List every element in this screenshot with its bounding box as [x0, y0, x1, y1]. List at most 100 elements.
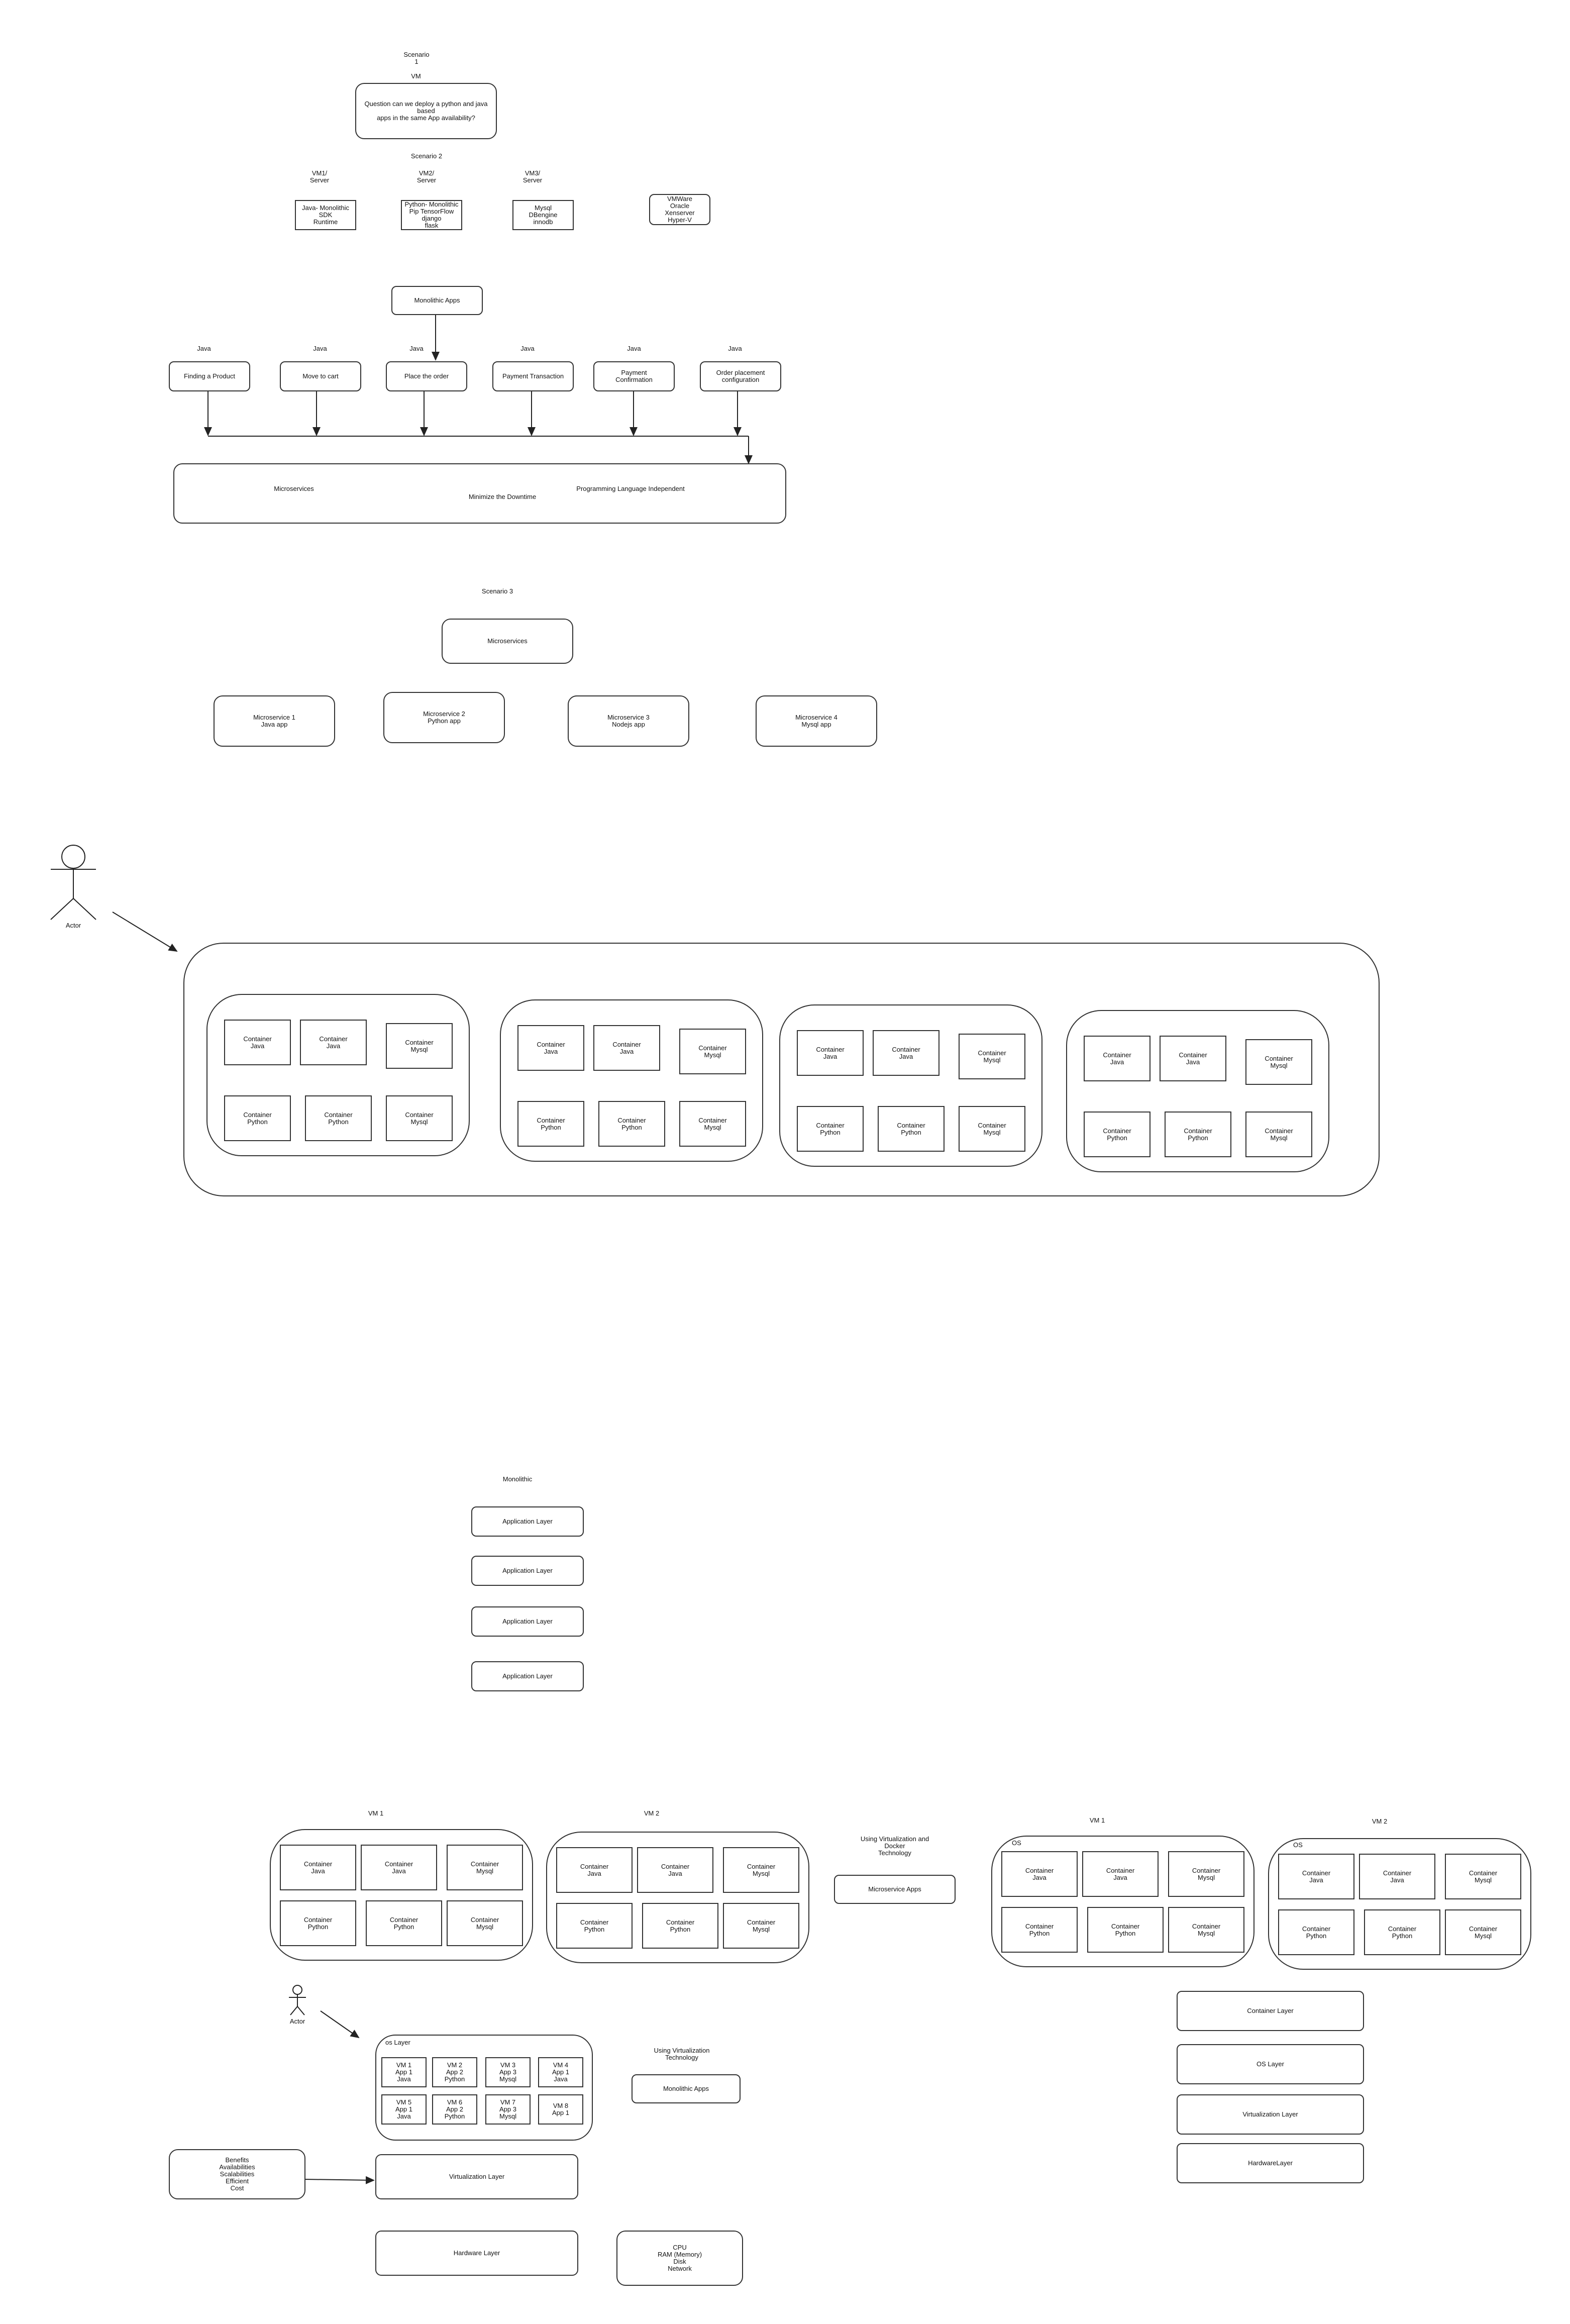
service-move-to-cart[interactable]: Move to cart — [280, 361, 361, 391]
rvm1-container-python-1[interactable]: Container Python — [1001, 1907, 1078, 1953]
container-layer[interactable]: Container Layer — [1177, 1991, 1364, 2031]
microservice-1-box[interactable]: Microservice 1 Java app — [214, 695, 335, 747]
vm1-java-box[interactable]: Java- Monolithic SDK Runtime — [295, 200, 356, 230]
hypervisors-box[interactable]: VMWare Oracle Xenserver Hyper-V — [649, 194, 710, 225]
container-g3-python-2[interactable]: Container Python — [878, 1106, 945, 1152]
container-g2-java-1[interactable]: Container Java — [517, 1025, 584, 1071]
container-g1-java-1[interactable]: Container Java — [224, 1020, 291, 1065]
vm1-container-python-2[interactable]: Container Python — [366, 1900, 442, 1946]
container-g2-mysql-1[interactable]: Container Mysql — [679, 1029, 746, 1074]
vm-cell-1[interactable]: VM 1 App 1 Java — [381, 2057, 427, 2087]
vm-cell-3[interactable]: VM 3 App 3 Mysql — [485, 2057, 531, 2087]
rvm1-container-mysql-2[interactable]: Container Mysql — [1168, 1907, 1244, 1953]
monolithic-apps-bottom-box[interactable]: Monolithic Apps — [632, 2074, 741, 2103]
rvm1-container-mysql-1[interactable]: Container Mysql — [1168, 1851, 1244, 1897]
rvm2-container-mysql-1[interactable]: Container Mysql — [1445, 1854, 1521, 1899]
microservices-container[interactable] — [173, 463, 786, 524]
container-g2-python-2[interactable]: Container Python — [598, 1101, 665, 1147]
vm2-container-mysql-1[interactable]: Container Mysql — [723, 1847, 799, 1893]
vm2-container-python-1[interactable]: Container Python — [556, 1903, 633, 1949]
container-g3-java-2[interactable]: Container Java — [873, 1030, 939, 1076]
actor-figure — [50, 845, 96, 920]
question-box[interactable]: Question can we deploy a python and java… — [355, 83, 497, 139]
vm2-container-mysql-2[interactable]: Container Mysql — [723, 1903, 799, 1949]
service-place-order[interactable]: Place the order — [386, 361, 467, 391]
container-g1-python-2[interactable]: Container Python — [305, 1095, 372, 1141]
right-vm1-label: VM 1 — [1089, 1816, 1105, 1824]
container-g4-mysql-1[interactable]: Container Mysql — [1245, 1039, 1312, 1085]
vm2-container-java-1[interactable]: Container Java — [556, 1847, 633, 1893]
rvm1-container-python-2[interactable]: Container Python — [1087, 1907, 1164, 1953]
virtualization-layer-right[interactable]: Virtualization Layer — [1177, 2094, 1364, 2135]
container-g3-mysql-2[interactable]: Container Mysql — [959, 1106, 1025, 1152]
container-g3-python-1[interactable]: Container Python — [797, 1106, 864, 1152]
service-payment-confirmation[interactable]: Payment Confirmation — [593, 361, 675, 391]
vm1-container-java-1[interactable]: Container Java — [280, 1845, 356, 1890]
container-g1-mysql-2[interactable]: Container Mysql — [386, 1095, 453, 1141]
vm1-container-mysql-1[interactable]: Container Mysql — [447, 1845, 523, 1890]
vm1-container-java-2[interactable]: Container Java — [361, 1845, 437, 1890]
application-layer-1[interactable]: Application Layer — [471, 1506, 584, 1537]
container-g3-java-1[interactable]: Container Java — [797, 1030, 864, 1076]
os-layer-label: os Layer — [385, 2039, 410, 2046]
vm2-container-java-2[interactable]: Container Java — [637, 1847, 713, 1893]
rvm2-container-java-1[interactable]: Container Java — [1278, 1854, 1354, 1899]
microservice-4-box[interactable]: Microservice 4 Mysql app — [756, 695, 877, 747]
service-order-placement[interactable]: Order placement configuration — [700, 361, 781, 391]
container-g2-python-1[interactable]: Container Python — [517, 1101, 584, 1147]
container-g4-java-1[interactable]: Container Java — [1084, 1036, 1150, 1081]
vm2-python-box[interactable]: Python- Monolithic Pip TensorFlow django… — [401, 200, 462, 230]
application-layer-2[interactable]: Application Layer — [471, 1556, 584, 1586]
microservice-apps-box[interactable]: Microservice Apps — [834, 1875, 956, 1904]
vm-cell-6[interactable]: VM 6 App 2 Python — [432, 2094, 477, 2125]
os-layer-group[interactable] — [375, 2035, 593, 2141]
container-g4-java-2[interactable]: Container Java — [1160, 1036, 1226, 1081]
container-g1-java-2[interactable]: Container Java — [300, 1020, 367, 1065]
microservice-2-box[interactable]: Microservice 2 Python app — [383, 692, 505, 743]
tech-label-1: Java — [197, 345, 211, 352]
right-vm2-label: VM 2 — [1372, 1817, 1388, 1825]
container-g2-java-2[interactable]: Container Java — [593, 1025, 660, 1071]
virtualization-layer-box[interactable]: Virtualization Layer — [375, 2154, 578, 2199]
service-payment-transaction[interactable]: Payment Transaction — [492, 361, 574, 391]
rvm2-container-python-2[interactable]: Container Python — [1364, 1909, 1440, 1955]
vm-cell-7[interactable]: VM 7 App 3 Mysql — [485, 2094, 531, 2125]
vm-cell-5[interactable]: VM 5 App 1 Java — [381, 2094, 427, 2125]
microservices-root-box[interactable]: Microservices — [442, 619, 573, 664]
resources-box[interactable]: CPU RAM (Memory) Disk Network — [616, 2231, 743, 2286]
rvm1-container-java-1[interactable]: Container Java — [1001, 1851, 1078, 1897]
rvm2-container-java-2[interactable]: Container Java — [1359, 1854, 1435, 1899]
container-g4-python-2[interactable]: Container Python — [1165, 1112, 1231, 1157]
container-g2-mysql-2[interactable]: Container Mysql — [679, 1101, 746, 1147]
vm3-mysql-box[interactable]: Mysql DBengine innodb — [512, 200, 574, 230]
container-g1-mysql-1[interactable]: Container Mysql — [386, 1023, 453, 1069]
vm-cell-4[interactable]: VM 4 App 1 Java — [538, 2057, 583, 2087]
scenario1-label: Scenario 1 — [403, 51, 430, 65]
container-g3-mysql-1[interactable]: Container Mysql — [959, 1034, 1025, 1079]
vm1-container-python-1[interactable]: Container Python — [280, 1900, 356, 1946]
application-layer-3[interactable]: Application Layer — [471, 1606, 584, 1637]
tech-label-5: Java — [627, 345, 641, 352]
bottom-vm2-label: VM 2 — [644, 1809, 660, 1817]
service-finding-product[interactable]: Finding a Product — [169, 361, 250, 391]
actor-label: Actor — [65, 922, 81, 929]
container-g4-python-1[interactable]: Container Python — [1084, 1112, 1150, 1157]
rvm2-container-python-1[interactable]: Container Python — [1278, 1909, 1354, 1955]
application-layer-4[interactable]: Application Layer — [471, 1661, 584, 1691]
hardware-layer-right[interactable]: HardwareLayer — [1177, 2143, 1364, 2183]
monolithic-apps-box[interactable]: Monolithic Apps — [391, 286, 483, 315]
vm2-container-python-2[interactable]: Container Python — [642, 1903, 718, 1949]
vm-cell-2[interactable]: VM 2 App 2 Python — [432, 2057, 477, 2087]
benefits-box[interactable]: Benefits Availabilities Scalabilities Ef… — [169, 2149, 305, 2199]
container-g4-mysql-2[interactable]: Container Mysql — [1245, 1112, 1312, 1157]
vm1-container-mysql-2[interactable]: Container Mysql — [447, 1900, 523, 1946]
arrow-actor2-to-oslayer — [320, 2010, 360, 2039]
vm-cell-8[interactable]: VM 8 App 1 — [538, 2094, 583, 2125]
container-g1-python-1[interactable]: Container Python — [224, 1095, 291, 1141]
rvm1-container-java-2[interactable]: Container Java — [1082, 1851, 1159, 1897]
microservice-3-box[interactable]: Microservice 3 Nodejs app — [568, 695, 689, 747]
os-layer[interactable]: OS Layer — [1177, 2044, 1364, 2084]
hardware-layer-box[interactable]: Hardware Layer — [375, 2231, 578, 2276]
rvm2-container-mysql-2[interactable]: Container Mysql — [1445, 1909, 1521, 1955]
